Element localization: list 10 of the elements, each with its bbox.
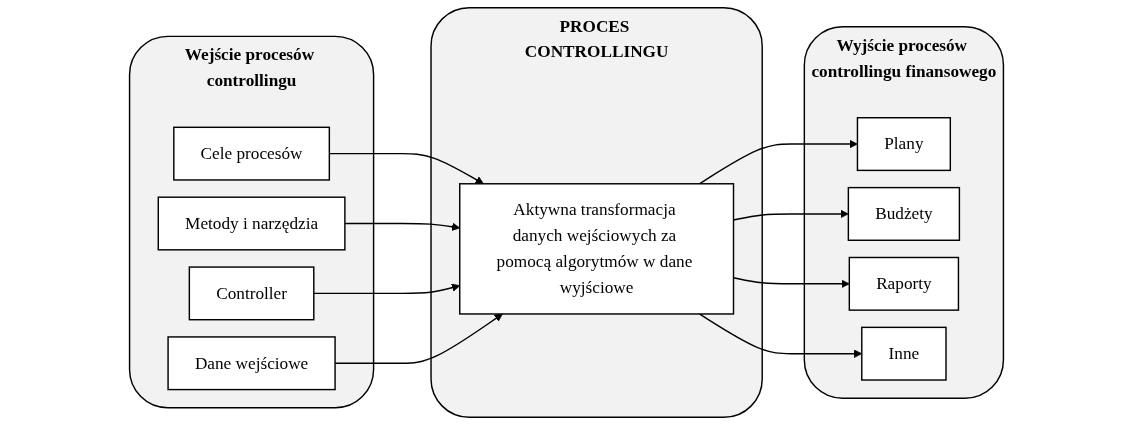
node-box: Budżety [847,186,961,241]
node-box: Controller [188,266,315,321]
node-box: Inne [861,326,947,381]
node-box: Plany [856,117,952,172]
node-box: Cele procesów [173,126,331,181]
node-box: Aktywna transformacja danych wejściowych za pomocą algorytmów w dane wyjściowe [459,183,735,315]
node-box: Metody i narzędzia [157,196,346,251]
node-box: Dane wejściowe [167,336,336,391]
node-box: Raporty [848,256,960,311]
arrow [698,139,858,185]
